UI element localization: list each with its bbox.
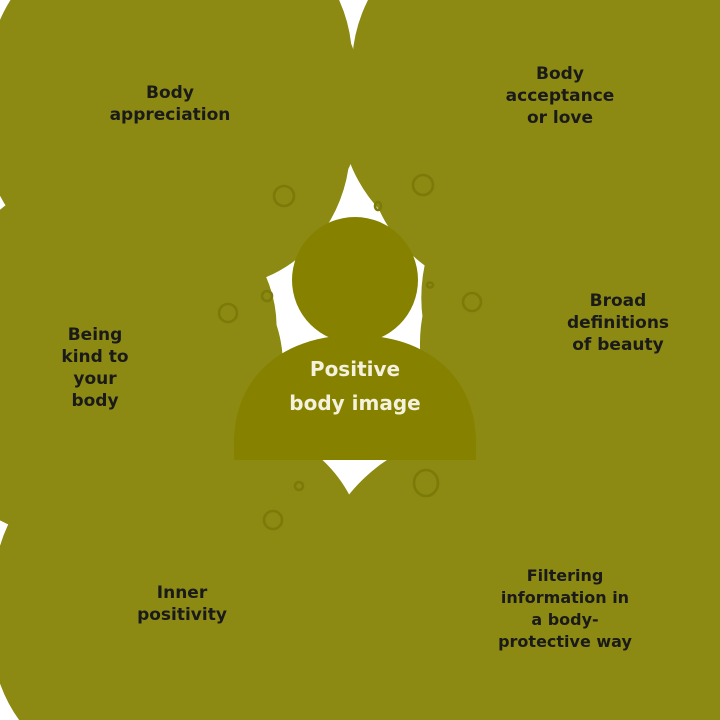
cloud-text-line: Body [146,83,194,103]
center-label-line2: body image [289,391,421,415]
cloud-text-line: Inner [156,583,208,603]
cloud-text-line: acceptance [505,86,615,106]
cloud-text-line: or love [526,108,594,128]
cloud-text-line: kind to [61,347,129,367]
cloud-label-filtering-information: Filtering information in a body- protect… [480,565,650,653]
cloud-label-being-kind: Being kind to your body [45,324,145,412]
cloud-text-line: Body [536,64,584,84]
center-label: Positive body image [260,352,450,420]
cloud-text-line: body [71,391,119,411]
cloud-label-inner-positivity: Inner positivity [112,582,252,626]
cloud-label-broad-definitions: Broad definitions of beauty [548,290,688,356]
cloud-text-line: Filtering [526,566,604,585]
cloud-text-line: information in [500,588,630,607]
cloud-text-line: Being [67,325,123,345]
cloud-text-line: a body- [531,610,599,629]
center-label-line1: Positive [309,357,401,381]
cloud-text-line: of beauty [572,335,664,355]
cloud-label-body-acceptance: Body acceptance or love [490,63,630,129]
cloud-label-body-appreciation: Body appreciation [100,82,240,126]
cloud-text-line: your [73,369,117,389]
cloud-text-line: Broad [589,291,647,311]
cloud-text-line: definitions [566,313,670,333]
cloud-text-line: appreciation [109,105,231,125]
cloud-text-line: positivity [137,605,227,625]
cloud-text-line: protective way [498,632,632,651]
person-silhouette-icon [234,217,476,460]
thought-bubbles [217,173,483,531]
